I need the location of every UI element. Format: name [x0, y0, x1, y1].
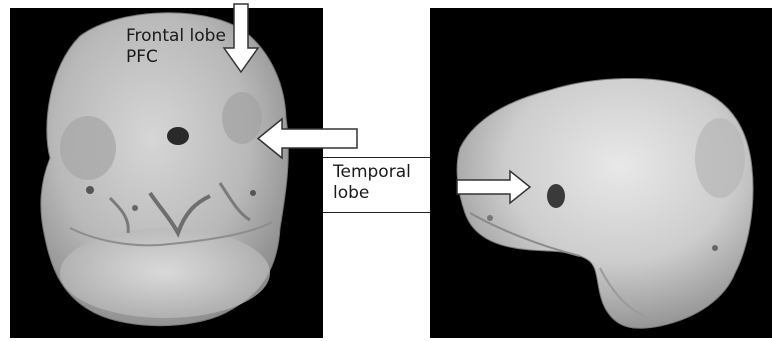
temporal-lobe-label: Temporal lobe [333, 162, 428, 204]
brain-side-render [430, 8, 772, 338]
brain-side-view [430, 8, 772, 338]
frontal-lobe-label: Frontal lobe PFC [126, 26, 236, 68]
